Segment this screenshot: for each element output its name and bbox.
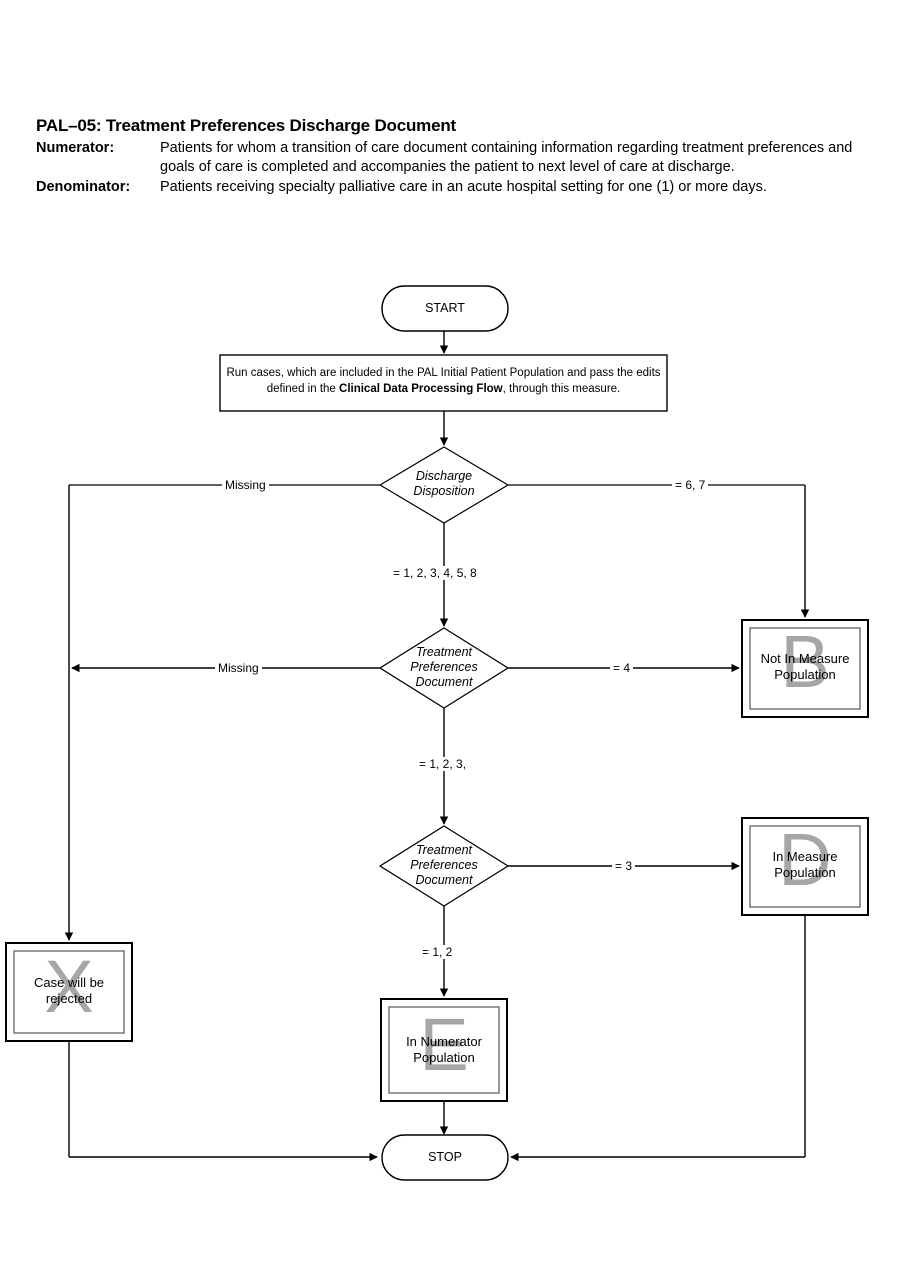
edge-label-d1-missing: Missing — [222, 478, 269, 492]
terminal-e-line-2: Population — [413, 1050, 475, 1065]
start-node-shape — [381, 285, 509, 332]
instruction-box-shape — [219, 354, 668, 412]
terminal-b-line-2: Population — [774, 667, 836, 682]
instruction-line-2-bold: Clinical Data Processing Flow — [339, 383, 503, 395]
terminal-d-line-2: Population — [774, 865, 836, 880]
instruction-line-2-suffix: , through this measure. — [502, 383, 621, 395]
terminal-d-inner — [749, 825, 861, 908]
instruction-box-text: Run cases, which are included in the PAL… — [226, 365, 661, 397]
edge-label-d1-6-7: = 6, 7 — [672, 478, 709, 492]
edge-label-d3-down: = 1, 2 — [419, 945, 456, 959]
denominator-label: Denominator: — [36, 179, 131, 195]
measure-header: PAL–05: Treatment Preferences Discharge … — [36, 116, 886, 198]
denominator-row: Denominator: Patients receiving specialt… — [36, 178, 886, 197]
edge-label-d2-4: = 4 — [610, 661, 634, 675]
stop-node-shape — [381, 1134, 509, 1181]
terminal-x-line-2: rejected — [45, 991, 93, 1006]
page-title: PAL–05: Treatment Preferences Discharge … — [36, 116, 456, 135]
numerator-row: Numerator: Patients for whom a transitio… — [36, 139, 886, 177]
numerator-label: Numerator: — [36, 140, 115, 156]
edge-label-d2-down: = 1, 2, 3, — [416, 757, 470, 771]
terminal-in-numerator-population-label[interactable]: In Numerator Population — [389, 1034, 499, 1066]
denominator-text: Patients receiving specialty palliative … — [160, 179, 767, 195]
terminal-not-in-measure-population-label[interactable]: Not In Measure Population — [750, 651, 860, 683]
terminal-case-will-be-rejected-label[interactable]: Case will be rejected — [14, 975, 124, 1007]
instruction-line-2-prefix: defined in the — [266, 383, 340, 395]
edge-label-d3-3: = 3 — [612, 859, 636, 873]
terminal-in-measure-population-label[interactable]: In Measure Population — [750, 849, 860, 881]
edge-label-d2-missing: Missing — [215, 661, 262, 675]
instruction-line-1: Run cases, which are included in the PAL… — [226, 367, 661, 379]
terminal-e-inner — [388, 1006, 500, 1094]
decision-discharge-disposition-shape — [378, 446, 510, 524]
terminal-b-inner — [749, 627, 861, 710]
terminal-e-line-1: In Numerator — [406, 1034, 482, 1049]
decision-treatment-preferences-2-shape — [378, 825, 510, 907]
terminal-x-inner — [13, 950, 125, 1034]
terminal-b-line-1: Not In Measure — [760, 651, 850, 666]
terminal-d-line-1: In Measure — [772, 849, 838, 864]
edge-label-d1-down: = 1, 2, 3, 4, 5, 8 — [390, 566, 480, 580]
numerator-text: Patients for whom a transition of care d… — [160, 140, 853, 175]
terminal-x-line-1: Case will be — [33, 975, 105, 990]
decision-treatment-preferences-1-shape — [378, 627, 510, 709]
